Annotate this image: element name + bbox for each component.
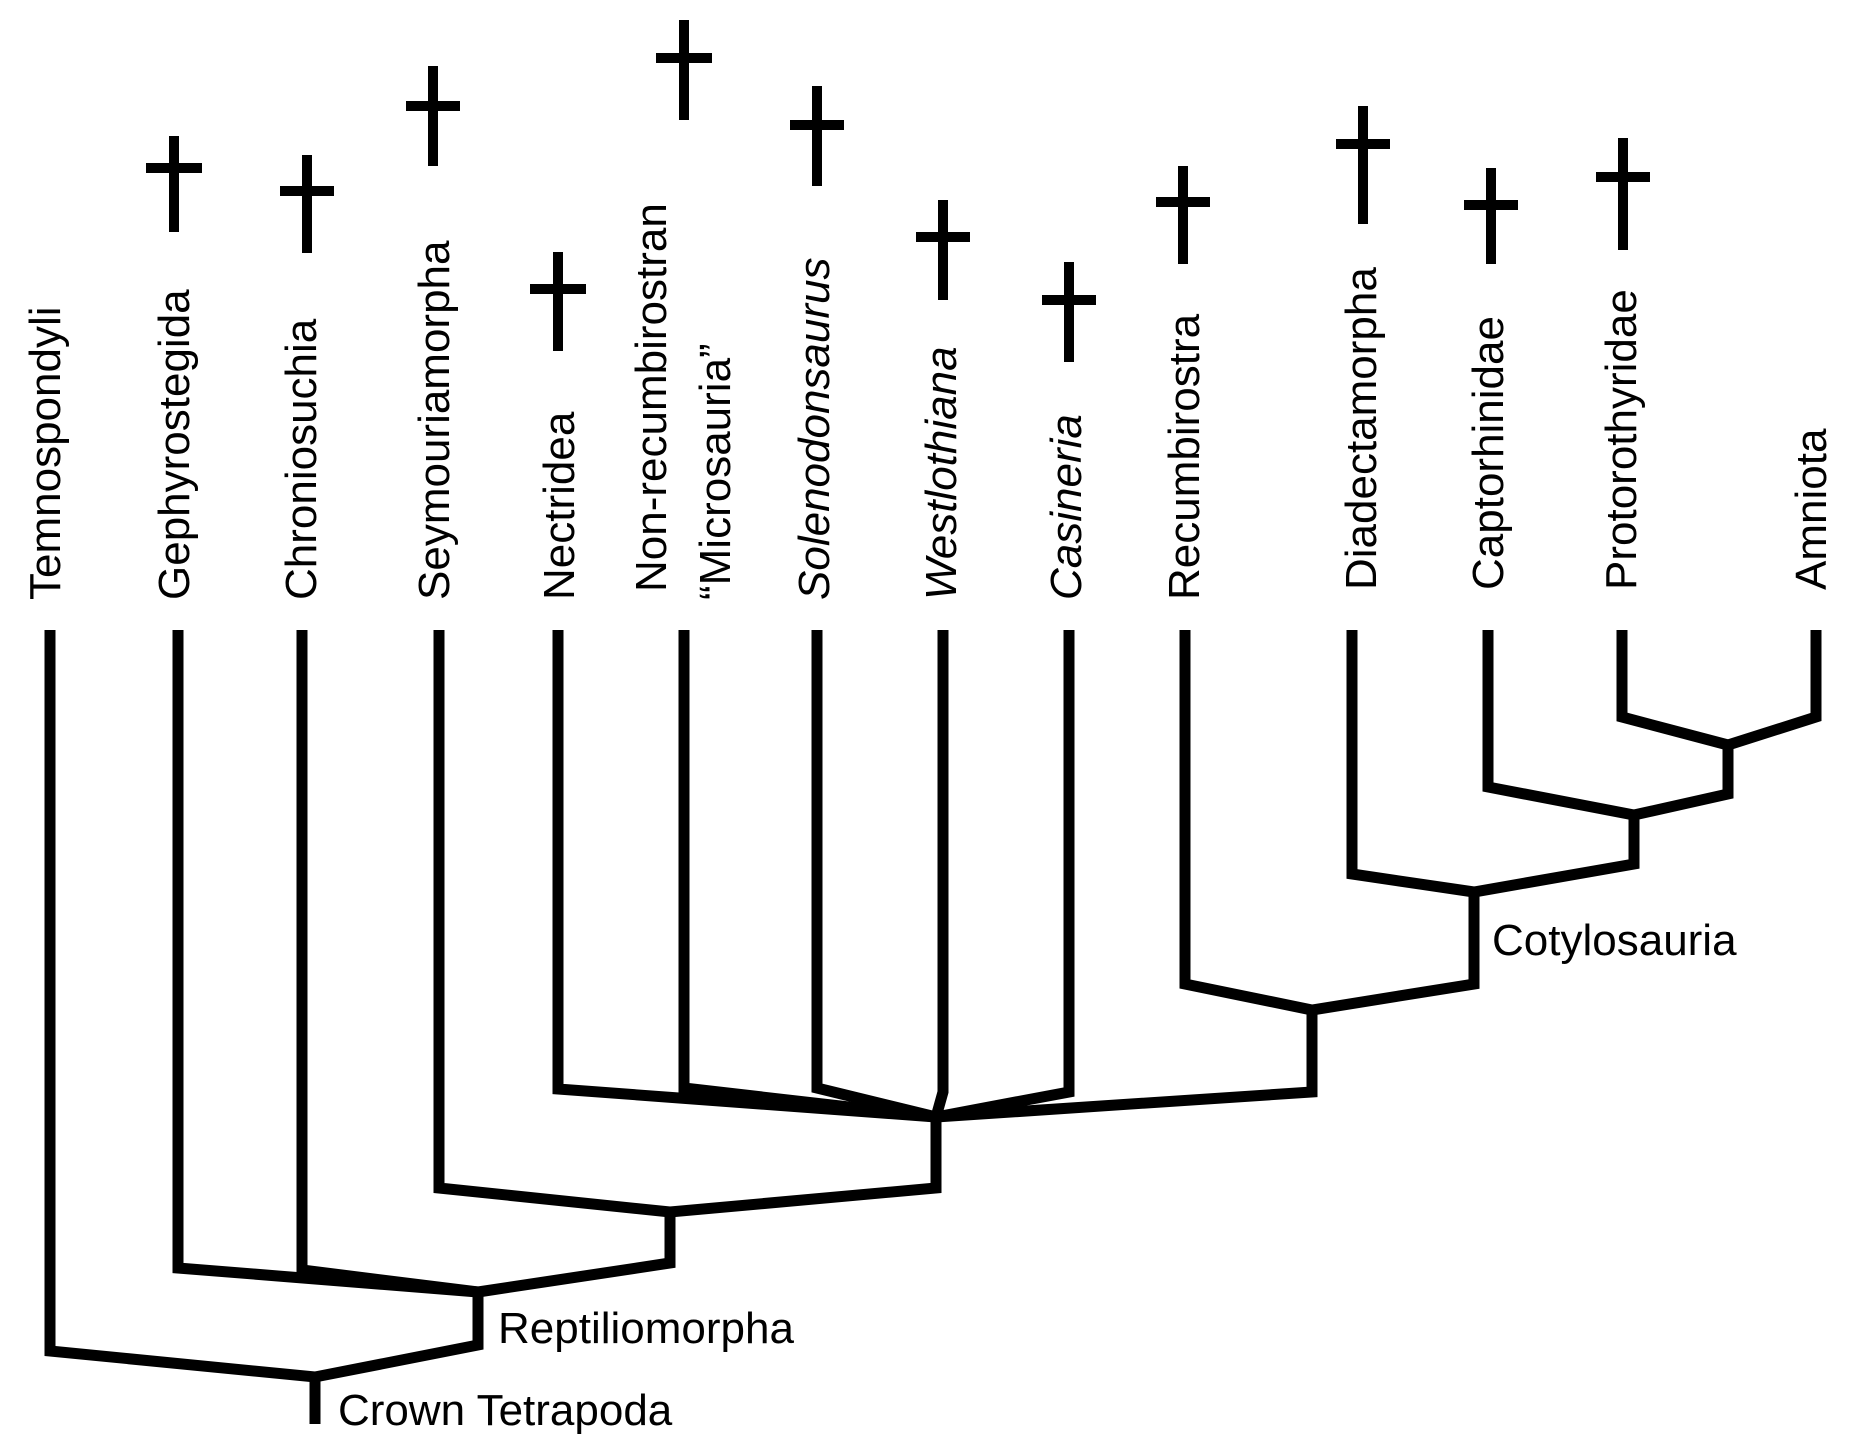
dagger-icon-solenodonsaurus [790,86,844,186]
branch-temnospondyli [44,630,484,1383]
branch-casineria [934,630,1075,1123]
dagger-icon-non-recumbirostran-microsauria [656,20,712,120]
dagger-icon-diadectamorpha [1336,106,1390,224]
taxon-label-chroniosuchia: Chroniosuchia [277,318,326,600]
branch-seymouriamorpha [433,630,942,1218]
clade-labels: Cotylosauria Reptiliomorpha Crown Tetrap… [338,916,1737,1435]
branch-recumbirostra [1179,630,1480,1016]
taxon-label-gephyrostegida: Gephyrostegida [150,289,199,600]
taxon-label-westlothiana: Westlothiana [917,346,966,600]
branch-to-recumbirostra-node [935,1010,1318,1123]
branch-non-recumbirostran-microsauria [678,630,937,1123]
dagger-icon-nectridea [530,252,586,351]
dagger-icon-captorhinidae [1464,168,1518,264]
dagger-icon-protorothyridae [1596,138,1650,250]
taxon-label-non-recumbirostran: Non-recumbirostran [627,203,676,592]
branch-westlothiana [930,630,949,1119]
taxon-label-recumbirostra: Recumbirostra [1160,313,1209,600]
dagger-icon-seymouriamorpha [406,66,460,166]
taxon-label-captorhinidae: Captorhinidae [1464,316,1513,590]
taxon-label-seymouriamorpha: Seymouriamorpha [410,240,459,600]
branch-gephyrostegida [172,630,479,1298]
branch-amniota [1726,630,1822,751]
clade-label-cotylosauria: Cotylosauria [1492,916,1737,965]
taxon-label-diadectamorpha: Diadectamorpha [1337,267,1386,590]
branch-diadectamorpha [1346,630,1640,898]
dagger-icon-casineria [1042,262,1096,362]
taxon-label-temnospondyli: Temnospondyli [21,307,70,601]
dagger-icon-recumbirostra [1156,166,1210,264]
dagger-icon-westlothiana [916,200,970,300]
branches [44,630,1822,1424]
taxon-label-amniota: Amniota [1787,428,1836,590]
taxon-label-casineria: Casineria [1042,414,1091,600]
taxon-labels: Temnospondyli Gephyrostegida Chroniosuch… [21,203,1836,600]
branch-reptiliomorpha-inner [477,1212,676,1298]
dagger-icon-chroniosuchia [280,155,334,253]
branch-protorothyridae [1616,630,1730,751]
taxon-label-nectridea: Nectridea [535,411,584,600]
branch-chroniosuchia [296,630,479,1298]
clade-label-reptiliomorpha: Reptiliomorpha [498,1304,794,1353]
taxon-label-microsauria: “Microsauria” [691,343,740,600]
dagger-icon-gephyrostegida [146,136,202,232]
clade-label-crown-tetrapoda: Crown Tetrapoda [338,1386,673,1435]
branch-solenodonsaurus [811,630,938,1123]
taxon-label-protorothyridae: Protorothyridae [1597,289,1646,590]
taxon-label-solenodonsaurus: Solenodonsaurus [790,258,839,600]
branch-captorhinidae [1482,630,1734,821]
branch-nectridea [552,630,937,1123]
